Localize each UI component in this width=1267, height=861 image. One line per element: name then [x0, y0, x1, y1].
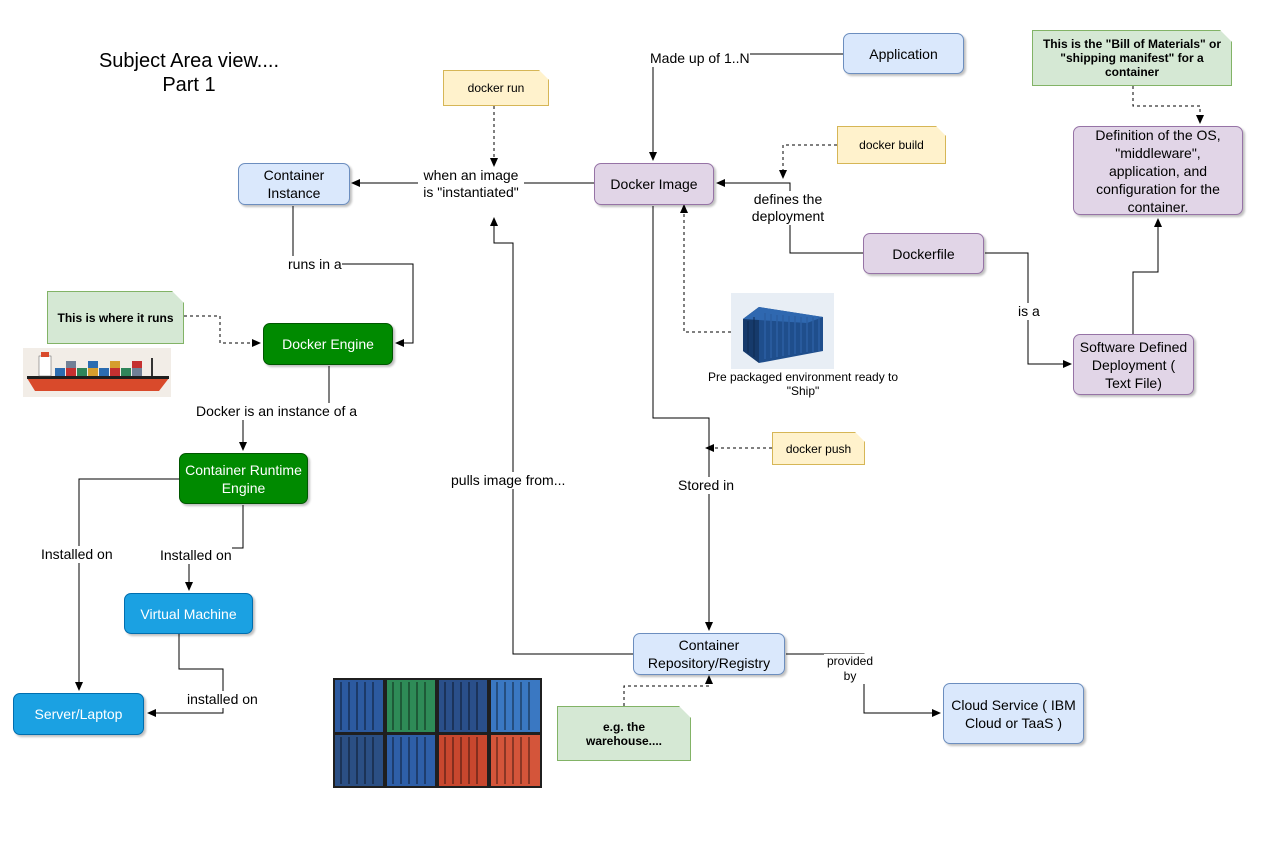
- node-dockerfile[interactable]: Dockerfile: [863, 233, 984, 274]
- edge-runtime-server: [75, 478, 179, 691]
- edge-note-warehouse: [623, 675, 713, 706]
- label-pulls-image: pulls image from...: [451, 472, 566, 489]
- label-when-instantiated: when an image is "instantiated": [418, 167, 524, 201]
- note-bill-of-materials[interactable]: This is the "Bill of Materials" or "ship…: [1032, 30, 1232, 86]
- edge-instance-engine: [292, 206, 414, 347]
- title-line-2: Part 1: [162, 74, 216, 96]
- note-warehouse[interactable]: e.g. the warehouse....: [557, 706, 691, 761]
- note-where-it-runs[interactable]: This is where it runs: [47, 291, 184, 344]
- node-container-registry[interactable]: Container Repository/Registry: [633, 633, 785, 675]
- label-made-up-of: Made up of 1..N: [650, 50, 750, 67]
- diagram-title: Subject Area view.... Part 1: [78, 49, 300, 97]
- edge-registry-pulls: [490, 217, 633, 655]
- edge-note-bom: [1132, 86, 1204, 124]
- node-application[interactable]: Application: [843, 33, 964, 74]
- node-docker-engine[interactable]: Docker Engine: [263, 323, 393, 365]
- label-is-a: is a: [1018, 303, 1040, 320]
- label-installed-on-vm: installed on: [187, 691, 258, 708]
- node-server-laptop[interactable]: Server/Laptop: [13, 693, 144, 735]
- node-software-defined-deployment[interactable]: Software Defined Deployment ( Text File): [1073, 334, 1194, 395]
- node-container-instance[interactable]: Container Instance: [238, 163, 350, 205]
- cargo-ship-image: [23, 348, 171, 397]
- node-virtual-machine[interactable]: Virtual Machine: [124, 593, 253, 634]
- title-line-1: Subject Area view....: [98, 50, 280, 72]
- container-illustration: [731, 293, 834, 369]
- ship-illustration: [23, 348, 171, 397]
- node-cloud-service[interactable]: Cloud Service ( IBM Cloud or TaaS ): [943, 683, 1084, 744]
- note-docker-build[interactable]: docker build: [837, 126, 946, 164]
- label-instance-of: Docker is an instance of a: [196, 403, 358, 420]
- label-defines-deployment: defines the deployment: [734, 191, 842, 225]
- edge-vm-server: [147, 634, 224, 717]
- stacked-containers-image: [333, 678, 542, 788]
- note-docker-push[interactable]: docker push: [772, 432, 865, 465]
- stacked-containers-illustration: [333, 678, 542, 788]
- label-runs-in: runs in a: [288, 256, 342, 273]
- edge-application-image: [649, 53, 843, 161]
- label-stored-in: Stored in: [678, 477, 735, 494]
- edge-sdd-definition: [1132, 218, 1162, 334]
- label-provided-by: provided by: [824, 654, 876, 684]
- edge-pic-image: [680, 204, 731, 333]
- note-docker-run[interactable]: docker run: [443, 70, 549, 106]
- edge-note-runs: [184, 315, 261, 347]
- label-installed-on-right: Installed on: [160, 547, 232, 564]
- node-definition[interactable]: Definition of the OS, "middleware", appl…: [1073, 126, 1243, 215]
- shipping-container-image: [731, 293, 834, 369]
- node-container-runtime-engine[interactable]: Container Runtime Engine: [179, 453, 308, 504]
- label-installed-on-left: Installed on: [41, 546, 113, 563]
- container-caption: Pre packaged environment ready to "Ship": [707, 370, 899, 398]
- edge-image-registry: [652, 206, 713, 631]
- node-docker-image[interactable]: Docker Image: [594, 163, 714, 205]
- edge-note-build: [779, 144, 837, 179]
